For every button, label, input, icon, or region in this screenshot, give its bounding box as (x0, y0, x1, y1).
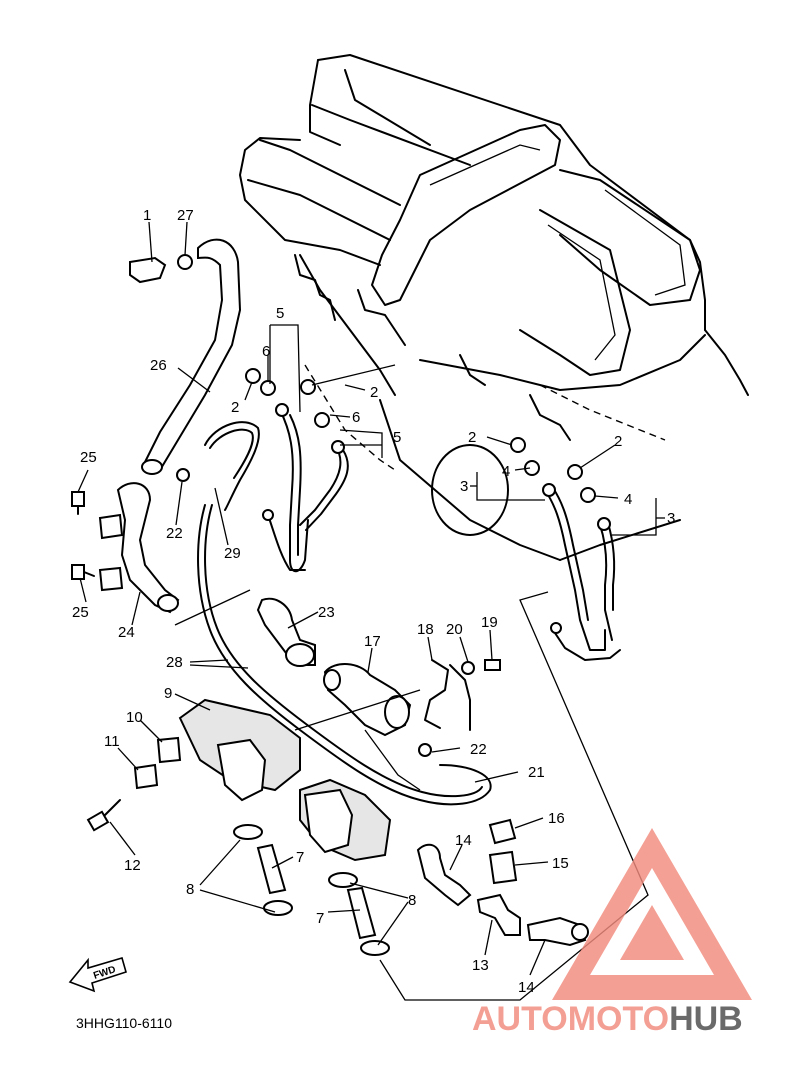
watermark-text-primary: AUTOMOTO (472, 1000, 669, 1038)
callout-25: 25 (80, 449, 97, 466)
watermark-text-secondary: HUB (669, 1000, 743, 1038)
bolt-12 (86, 799, 121, 832)
hose-24 (98, 482, 180, 614)
callout-3: 3 (667, 510, 675, 527)
valve-17 (323, 663, 412, 737)
callout-8: 8 (408, 892, 416, 909)
bracket-18 (424, 659, 501, 731)
pipes-left-assembly (262, 403, 349, 573)
grommet-10-11 (133, 736, 182, 790)
clip-22-upper (176, 468, 190, 482)
callout-8: 8 (186, 881, 194, 898)
pipes-right-assembly (542, 483, 621, 661)
fwd-arrow-icon: FWD (68, 957, 127, 993)
hose-14-lower (526, 916, 589, 947)
callout-24: 24 (118, 624, 135, 641)
clip-16-and-hose-15 (488, 818, 518, 885)
callout-17: 17 (364, 633, 381, 650)
callout-2: 2 (468, 429, 476, 446)
callout-26: 26 (150, 357, 167, 374)
callout-19: 19 (481, 614, 498, 631)
hose-26 (141, 238, 242, 475)
joint-13 (476, 893, 521, 936)
callout-16: 16 (548, 810, 565, 827)
callout-9: 9 (164, 685, 172, 702)
hose-29-28 (197, 421, 492, 806)
callout-13: 13 (472, 957, 489, 974)
callout-22: 22 (470, 741, 487, 758)
callout-4: 4 (624, 491, 632, 508)
callout-1: 1 (143, 207, 151, 224)
watermark-inner-triangle-icon (620, 905, 684, 960)
callout-2: 2 (231, 399, 239, 416)
diagram-code: 3HHG110-6110 (76, 1015, 172, 1031)
callout-20: 20 (446, 621, 463, 638)
callout-numbers: 1 27 26 5 6 2 2 6 5 2 2 4 3 4 3 25 22 29… (72, 207, 675, 996)
engine-block (239, 54, 749, 561)
callout-2: 2 (614, 433, 622, 450)
callout-29: 29 (224, 545, 241, 562)
hose-14-upper (416, 843, 472, 907)
hose-23 (256, 597, 316, 667)
watermark-triangle-icon (552, 828, 752, 1000)
callout-18: 18 (417, 621, 434, 638)
callout-11: 11 (104, 733, 120, 750)
callout-6: 6 (262, 343, 270, 360)
callout-14: 14 (518, 979, 535, 996)
callout-2: 2 (370, 384, 378, 401)
callout-14: 14 (455, 832, 472, 849)
reed-valve-9 (178, 698, 392, 862)
elbow-1 (129, 254, 193, 284)
leader-lines (77, 221, 665, 1001)
callout-5: 5 (276, 305, 284, 322)
callout-3: 3 (460, 478, 468, 495)
callout-6: 6 (352, 409, 360, 426)
callout-25: 25 (72, 604, 89, 621)
clip-22-lower (418, 743, 432, 757)
callout-12: 12 (124, 857, 141, 874)
clamps-and-hoses-7-8 (233, 824, 390, 956)
callout-21: 21 (528, 764, 545, 781)
callout-28: 28 (166, 654, 183, 671)
svg-text:AUTOMOTOHUB: AUTOMOTOHUB (472, 1000, 743, 1038)
callout-4: 4 (502, 463, 510, 480)
bolts-25 (71, 491, 95, 580)
callout-7: 7 (316, 910, 324, 927)
callout-10: 10 (126, 709, 143, 726)
callout-5: 5 (393, 429, 401, 446)
callout-15: 15 (552, 855, 569, 872)
watermark-logo: AUTOMOTOHUB (472, 828, 752, 1038)
callout-7: 7 (296, 849, 304, 866)
callout-27: 27 (177, 207, 194, 224)
callout-22: 22 (166, 525, 183, 542)
callout-23: 23 (318, 604, 335, 621)
